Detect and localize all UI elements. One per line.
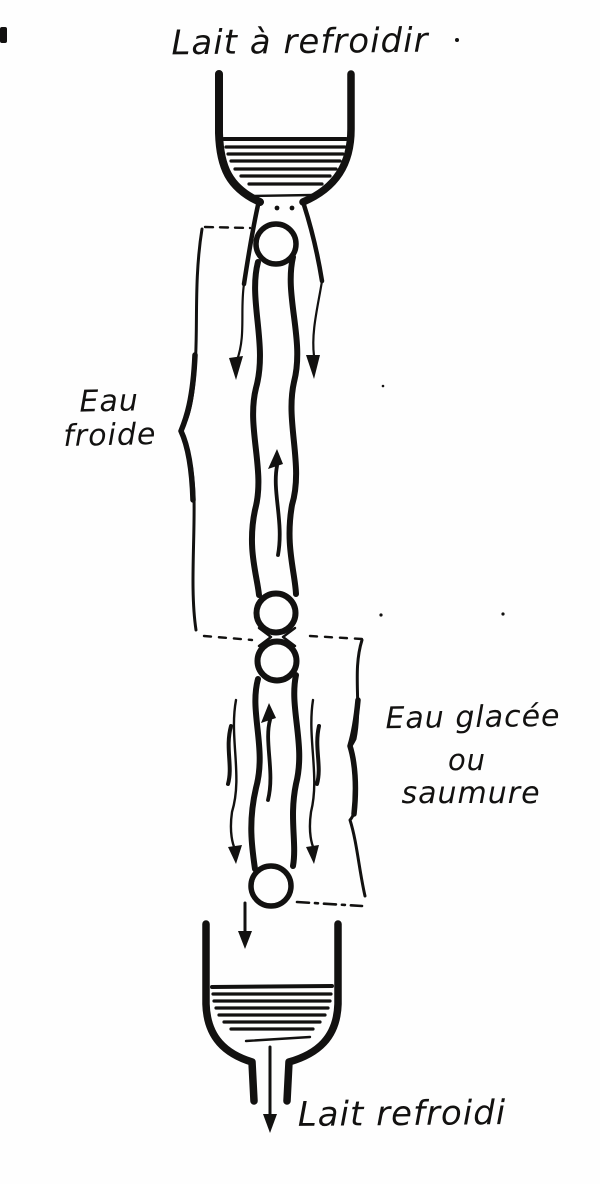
label-eau-froide: Eau froide [41, 383, 177, 455]
middle-dashed-line-left [202, 634, 254, 642]
top-vessel-liquid-hatching [222, 137, 348, 186]
bottom-vessel-left-wall [202, 920, 258, 1105]
middle-junction [202, 590, 364, 684]
tube-wall-right-lower [290, 672, 303, 869]
top-vessel-skirt-left [241, 202, 261, 287]
bottom-tube-circle [248, 863, 294, 909]
lower-boundary-dashdot-line [295, 900, 364, 908]
water-down-arrowhead-left [229, 356, 243, 380]
brine-down-line-right [308, 698, 316, 851]
water-down-line-left [235, 282, 246, 362]
water-down-line-right [312, 279, 324, 358]
tube-up-arrowhead-upper [268, 449, 283, 469]
tube-up-arrow-shaft-upper [273, 464, 282, 557]
eau-glacee-brace-thick [347, 697, 361, 817]
tube-wall-left-upper [248, 259, 263, 598]
label-eau-glacee-line1: Eau glacée [385, 698, 561, 737]
upper-section [178, 221, 324, 632]
top-vessel-left-wall [215, 70, 264, 206]
bottom-vessel [202, 920, 342, 1133]
brine-down-arrowhead-right [306, 845, 319, 864]
label-eau-glacee-line3: saumure [401, 776, 541, 811]
tube-up-arrow-shaft-lower [266, 718, 273, 802]
upper-boundary-dashed-line [203, 225, 252, 230]
bottom-vessel-inner-line [244, 1035, 312, 1043]
middle-tube-circle-top [253, 590, 299, 636]
label-lait-refroidi: Lait refroidi [297, 1093, 507, 1135]
top-vessel-skirt-right [301, 202, 325, 284]
scan-specks [0, 27, 505, 617]
outlet-down-arrowhead [238, 931, 252, 949]
top-tube-circle [253, 221, 299, 267]
top-vessel-right-wall [299, 70, 355, 206]
bottom-vessel-right-wall [283, 920, 342, 1105]
tube-wall-left-lower [248, 676, 263, 872]
water-down-arrowhead-right [306, 355, 320, 379]
bottom-vessel-liquid-hatching [210, 984, 334, 1031]
brine-down-arrowhead-left [228, 845, 242, 864]
lower-section [226, 638, 367, 949]
brine-down-line-left-thick [226, 724, 233, 786]
top-vessel-inner-line [251, 193, 315, 198]
milk-stream-arrowhead [263, 1114, 277, 1133]
label-lait-a-refroidir: Lait à refroidir [171, 20, 429, 64]
middle-dashed-line-right [308, 634, 364, 641]
label-eau-froide-line1: Eau [79, 383, 140, 420]
tube-wall-right-upper [286, 254, 301, 597]
label-eau-froide-line2: froide [62, 417, 157, 455]
brine-down-line-right-thick [315, 724, 321, 786]
label-eau-glacee-line2: ou [447, 743, 487, 777]
top-vessel [215, 70, 355, 287]
eau-froide-brace-thick [178, 352, 198, 503]
middle-chevron-right [281, 626, 297, 648]
brine-down-line-left [229, 698, 238, 851]
middle-chevron-left [257, 626, 273, 648]
tube-up-arrowhead-lower [261, 703, 276, 723]
middle-tube-circle-bottom [254, 638, 300, 684]
milk-drip-dots [274, 205, 295, 211]
